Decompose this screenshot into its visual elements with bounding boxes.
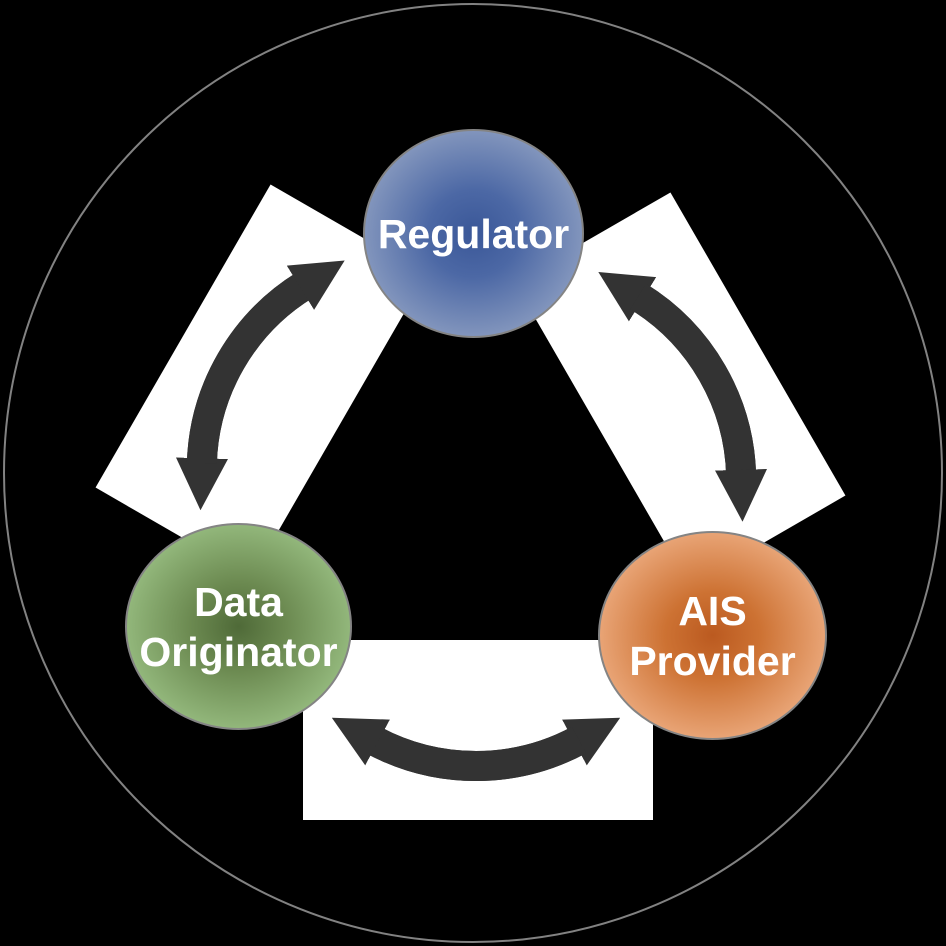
label-line: Provider	[629, 637, 796, 684]
node-regulator-label: Regulator	[378, 209, 569, 259]
outer-circle-outline	[3, 3, 943, 943]
bidirectional-arrow-icon	[598, 271, 767, 522]
node-ais-provider: AIS Provider	[598, 531, 827, 740]
connector-band-regulator-data-originator	[95, 184, 427, 578]
node-regulator: Regulator	[363, 129, 584, 338]
bidirectional-arrow-icon	[176, 260, 345, 511]
bidirectional-arrow-icon	[331, 717, 621, 781]
label-line: Originator	[139, 628, 338, 675]
connector-band-regulator-ais-provider	[514, 192, 846, 586]
node-ais-provider-label: AIS Provider	[629, 586, 795, 686]
label-line: AIS	[678, 587, 747, 634]
node-data-originator: Data Originator	[125, 523, 352, 730]
label-line: Data	[194, 578, 283, 625]
connector-band-data-originator-ais-provider	[303, 640, 653, 820]
node-data-originator-label: Data Originator	[139, 577, 337, 677]
label-line: Regulator	[377, 210, 570, 257]
